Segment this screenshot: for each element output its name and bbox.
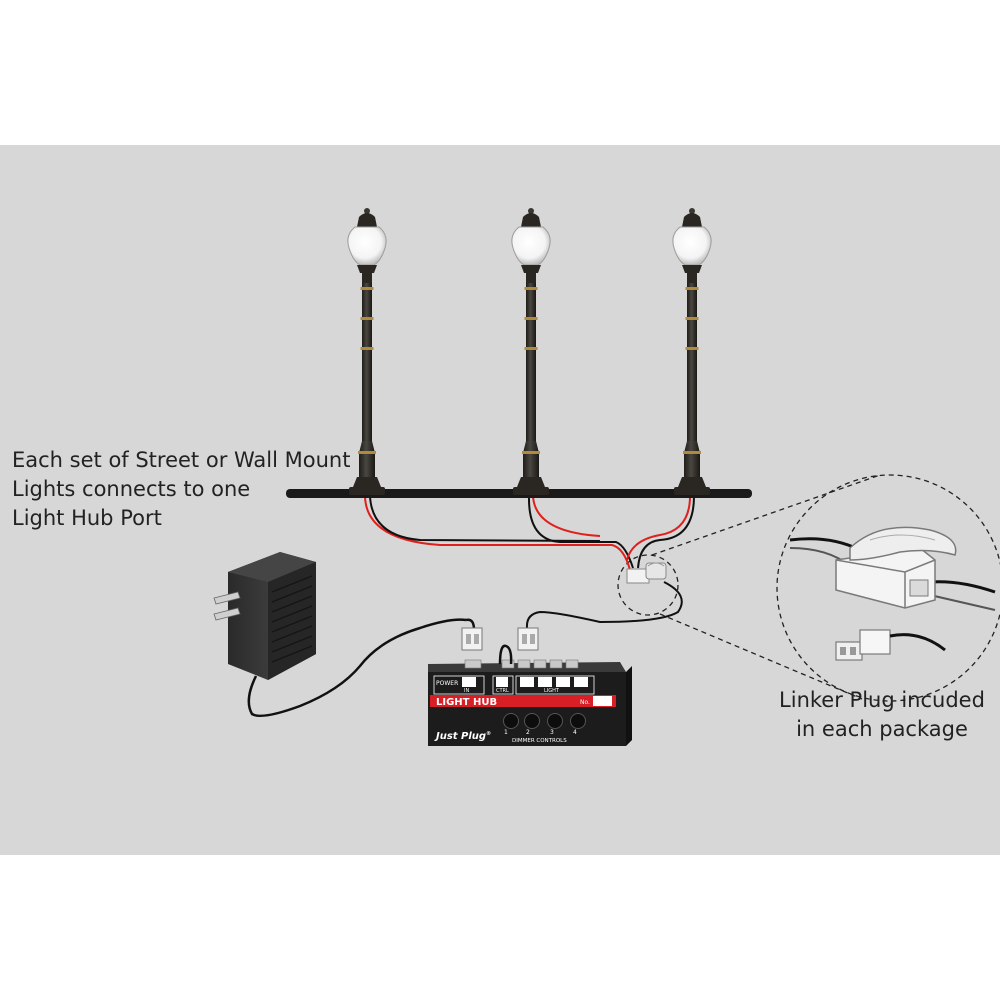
hub-no-label: No.: [580, 699, 590, 706]
light-hub-icon: POWER IN CTRL LIGHT LIGHT HUB No. 1 2 3 …: [428, 644, 632, 746]
ac-adapter-icon: [213, 552, 467, 717]
hub-title: LIGHT HUB: [436, 697, 497, 708]
callout-line: Each set of Street or Wall Mount: [12, 448, 351, 472]
street-lamp-icon: [511, 207, 551, 496]
street-lights-callout: Each set of Street or Wall Mount Lights …: [12, 446, 352, 533]
connector-plug-icon: [461, 618, 483, 651]
knob-label-3: 3: [550, 729, 554, 736]
zoom-callout: [617, 474, 1000, 702]
knob-label-4: 4: [573, 729, 577, 736]
street-lamp-icon: [347, 207, 387, 496]
hub-dimmer-label: DIMMER CONTROLS: [512, 738, 567, 744]
hub-power-label: POWER: [436, 680, 458, 687]
hub-in-label: IN: [464, 688, 469, 694]
dimmer-knobs: [503, 713, 586, 729]
street-lamp-icon: [672, 207, 712, 496]
linker-plug-callout: Linker Plug incuded in each package: [762, 686, 1000, 744]
linker-plug-icon: [626, 562, 667, 584]
callout-line: Light Hub Port: [12, 506, 162, 530]
knob-label-2: 2: [526, 729, 530, 736]
callout-line: in each package: [796, 717, 968, 741]
callout-line: Linker Plug incuded: [779, 688, 985, 712]
hub-ctrl-label: CTRL: [496, 688, 509, 694]
hub-brand: Just Plug®: [434, 731, 491, 742]
lamp-wires: [364, 495, 695, 629]
connector-plug-icon: [517, 627, 539, 651]
hub-light-label: LIGHT: [544, 688, 560, 694]
knob-label-1: 1: [504, 729, 508, 736]
callout-line: Lights connects to one: [12, 477, 251, 501]
linker-plug-zoom-icon: [789, 526, 996, 661]
